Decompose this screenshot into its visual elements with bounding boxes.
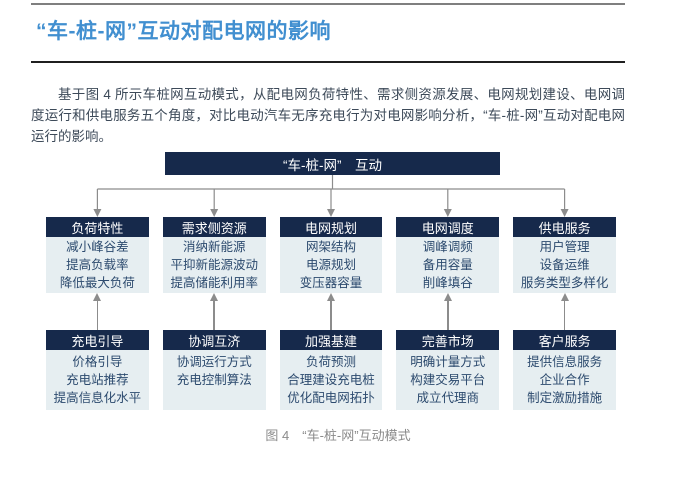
diagram-column-load: 负荷特性 减小峰谷差 提高负载率 降低最大负荷 充电引导 价格引导 充电站推荐 … xyxy=(46,217,149,410)
up-arrow-line xyxy=(563,300,566,330)
item-line: 明确计量方式 xyxy=(410,355,486,369)
bottom-measure-header: 客户服务 xyxy=(513,330,616,350)
bottom-measure-items: 价格引导 充电站推荐 提高信息化水平 xyxy=(46,350,149,410)
item-line: 优化配电网拓扑 xyxy=(287,391,375,405)
bottom-measure-items: 提供信息服务 企业合作 制定激励措施 xyxy=(513,350,616,410)
up-arrow-line xyxy=(447,300,449,330)
up-arrow xyxy=(46,293,149,330)
item-line: 充电站推荐 xyxy=(66,373,129,387)
top-category-header: 电网调度 xyxy=(396,217,500,237)
item-line: 负荷预测 xyxy=(305,355,356,369)
body-paragraph: 基于图 4 所示车桩网互动模式，从配电网负荷特性、需求侧资源发展、电网规划建设、… xyxy=(31,87,625,144)
item-line: 成立代理商 xyxy=(416,391,480,405)
top-divider xyxy=(31,3,625,5)
item-line: 设备运维 xyxy=(539,258,590,272)
up-arrow-head-icon xyxy=(93,293,102,301)
diagram-columns: 负荷特性 减小峰谷差 提高负载率 降低最大负荷 充电引导 价格引导 充电站推荐 … xyxy=(46,217,616,410)
diagram-column-power-service: 供电服务 用户管理 设备运维 服务类型多样化 客户服务 提供信息服务 企业合作 … xyxy=(513,217,616,410)
tree-connector xyxy=(93,175,569,217)
item-line: 提高负载率 xyxy=(66,258,129,272)
up-arrow xyxy=(396,293,499,330)
figure-caption: 图 4 “车-桩-网”互动模式 xyxy=(265,428,411,443)
bottom-measure-items: 明确计量方式 构建交易平台 成立代理商 xyxy=(396,350,500,410)
top-category-header: 电网规划 xyxy=(279,217,383,237)
item-line: 电源规划 xyxy=(305,258,356,272)
top-category-items: 调峰调频 备用容量 削峰填谷 xyxy=(396,237,500,293)
top-category-items: 用户管理 设备运维 服务类型多样化 xyxy=(513,237,616,293)
item-line: 备用容量 xyxy=(422,258,473,272)
page-title: “车-桩-网”互动对配电网的影响 xyxy=(36,20,331,43)
item-line: 削峰填谷 xyxy=(422,276,473,290)
up-arrow xyxy=(513,293,616,330)
up-arrow-line xyxy=(96,300,99,330)
item-line: 减小峰谷差 xyxy=(66,240,129,254)
bottom-measure-items: 协调运行方式 充电控制算法 xyxy=(162,350,266,410)
item-line: 合理建设充电桩 xyxy=(287,373,375,387)
diagram-column-demand-side: 需求侧资源 消纳新能源 平抑新能源波动 提高储能利用率 协调互济 协调运行方式 … xyxy=(162,217,266,410)
item-line: 提高信息化水平 xyxy=(53,391,142,405)
up-arrow xyxy=(280,293,383,330)
bottom-measure-items: 负荷预测 合理建设充电桩 优化配电网拓扑 xyxy=(279,350,383,410)
item-line: 变压器容量 xyxy=(299,276,363,290)
item-line: 企业合作 xyxy=(539,373,590,387)
diagram-column-dispatch: 电网调度 调峰调频 备用容量 削峰填谷 完善市场 明确计量方式 构建交易平台 成… xyxy=(396,217,500,410)
bottom-measure-header: 完善市场 xyxy=(396,330,500,350)
up-arrow xyxy=(163,293,266,330)
top-category-header: 需求侧资源 xyxy=(162,217,266,237)
title-underline xyxy=(31,61,625,63)
item-line: 用户管理 xyxy=(539,240,590,254)
bottom-measure-header: 协调互济 xyxy=(162,330,266,350)
up-arrow-line xyxy=(330,300,332,330)
item-line: 充电控制算法 xyxy=(176,373,252,387)
top-category-header: 负荷特性 xyxy=(46,217,149,237)
up-arrow-line xyxy=(213,300,215,330)
item-line: 调峰调频 xyxy=(422,240,473,254)
up-arrow-head-icon xyxy=(326,293,335,301)
up-arrow-head-icon xyxy=(443,293,452,301)
up-arrow-head-icon xyxy=(210,293,219,301)
top-category-items: 减小峰谷差 提高负载率 降低最大负荷 xyxy=(46,237,149,293)
bottom-measure-header: 充电引导 xyxy=(46,330,149,350)
diagram-column-grid-planning: 电网规划 网架结构 电源规划 变压器容量 加强基建 负荷预测 合理建设充电桩 优… xyxy=(279,217,383,410)
item-line: 平抑新能源波动 xyxy=(170,258,258,272)
item-line: 提高储能利用率 xyxy=(170,276,258,290)
top-category-header: 供电服务 xyxy=(513,217,616,237)
item-line: 提供信息服务 xyxy=(527,355,603,369)
item-line: 价格引导 xyxy=(72,355,123,369)
item-line: 降低最大负荷 xyxy=(59,276,135,290)
bottom-measure-header: 加强基建 xyxy=(279,330,383,350)
item-line: 网架结构 xyxy=(305,240,356,254)
top-category-items: 消纳新能源 平抑新能源波动 提高储能利用率 xyxy=(162,237,266,293)
item-line: 消纳新能源 xyxy=(182,240,246,254)
up-arrow-head-icon xyxy=(560,293,569,301)
top-category-items: 网架结构 电源规划 变压器容量 xyxy=(279,237,383,293)
item-line: 构建交易平台 xyxy=(410,373,486,387)
item-line: 协调运行方式 xyxy=(176,355,252,369)
item-line: 服务类型多样化 xyxy=(520,276,609,290)
item-line: 制定激励措施 xyxy=(527,391,603,405)
root-node: “车-桩-网” 互动 xyxy=(165,152,500,175)
